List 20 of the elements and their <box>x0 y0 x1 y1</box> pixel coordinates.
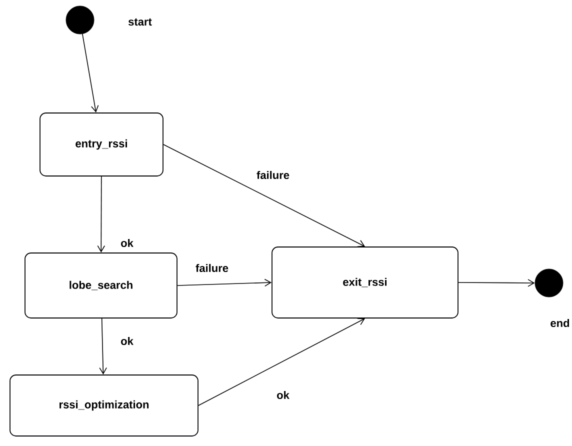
arrow <box>82 34 99 113</box>
arrow <box>458 279 535 287</box>
arrow <box>177 278 272 287</box>
edge-label: ok <box>120 336 134 346</box>
arrow <box>99 318 107 375</box>
state-dot <box>534 268 564 298</box>
arrow <box>163 144 365 247</box>
edge-label: failure <box>256 170 290 180</box>
edge-label: ok <box>276 390 290 400</box>
state-box: entry_rssi <box>40 112 164 176</box>
arrow <box>97 176 106 253</box>
edge-label: failure <box>194 262 230 274</box>
edge-label: ok <box>120 238 134 248</box>
state-dot <box>66 6 94 34</box>
state-label: end <box>550 318 570 328</box>
state-box: rssi_optimization <box>10 374 198 436</box>
arrow <box>198 318 365 406</box>
state-label: start <box>128 18 152 26</box>
state-box: lobe_search <box>24 252 178 318</box>
state-box: exit_rssi <box>272 246 458 318</box>
